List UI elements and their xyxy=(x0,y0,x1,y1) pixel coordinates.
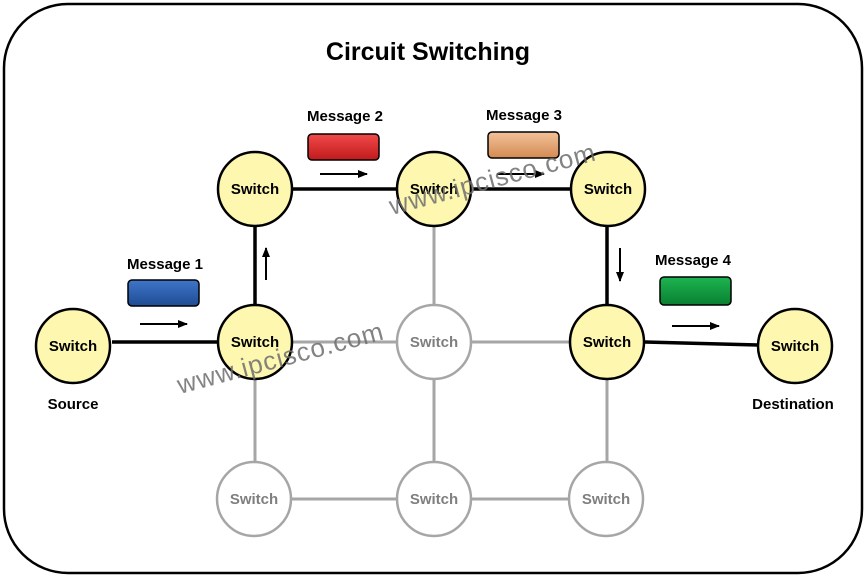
switch-node-mid-right: Switch xyxy=(568,303,646,381)
switch-node-bottom-right: Switch xyxy=(567,460,645,538)
switch-node-mid-left: Switch xyxy=(216,303,294,381)
message-1: Message 1 xyxy=(127,256,203,307)
switch-label: Switch xyxy=(231,181,279,198)
switch-node-top-right: Switch xyxy=(569,150,647,228)
message-3: Message 3 xyxy=(486,107,562,159)
link-m3-destination xyxy=(644,340,759,347)
message-packet xyxy=(127,279,200,307)
switch-label: Switch xyxy=(582,491,630,508)
switch-label: Switch xyxy=(230,491,278,508)
switch-node-source: Switch xyxy=(34,307,112,385)
switch-node-bottom-center: Switch xyxy=(395,460,473,538)
switch-node-mid-center: Switch xyxy=(395,303,473,381)
switch-label: Switch xyxy=(410,491,458,508)
switch-label: Switch xyxy=(771,338,819,355)
destination-caption: Destination xyxy=(752,396,834,413)
active-circuit-links xyxy=(112,187,759,347)
message-packet xyxy=(307,133,380,161)
switch-nodes: Switch Switch Switch Switch Switch Switc… xyxy=(34,150,834,538)
switch-label: Switch xyxy=(231,334,279,351)
switch-label: Switch xyxy=(584,181,632,198)
diagram-title: Circuit Switching xyxy=(326,38,530,66)
direction-arrows xyxy=(140,170,720,330)
message-2: Message 2 xyxy=(307,108,383,161)
message-label: Message 3 xyxy=(486,107,562,124)
inactive-links xyxy=(253,227,609,501)
message-label: Message 4 xyxy=(655,252,732,269)
message-packet xyxy=(659,276,732,306)
switch-node-bottom-left: Switch xyxy=(215,460,293,538)
source-caption: Source xyxy=(48,396,99,413)
switch-label: Switch xyxy=(583,334,631,351)
switch-label: Switch xyxy=(410,181,458,198)
message-label: Message 1 xyxy=(127,256,203,273)
switch-label: Switch xyxy=(49,338,97,355)
switch-node-destination: Switch xyxy=(756,307,834,385)
message-packet xyxy=(487,131,560,159)
message-4: Message 4 xyxy=(655,252,732,306)
message-label: Message 2 xyxy=(307,108,383,125)
switch-node-top-center: Switch xyxy=(395,150,473,228)
switch-node-top-left: Switch xyxy=(216,150,294,228)
switch-label: Switch xyxy=(410,334,458,351)
